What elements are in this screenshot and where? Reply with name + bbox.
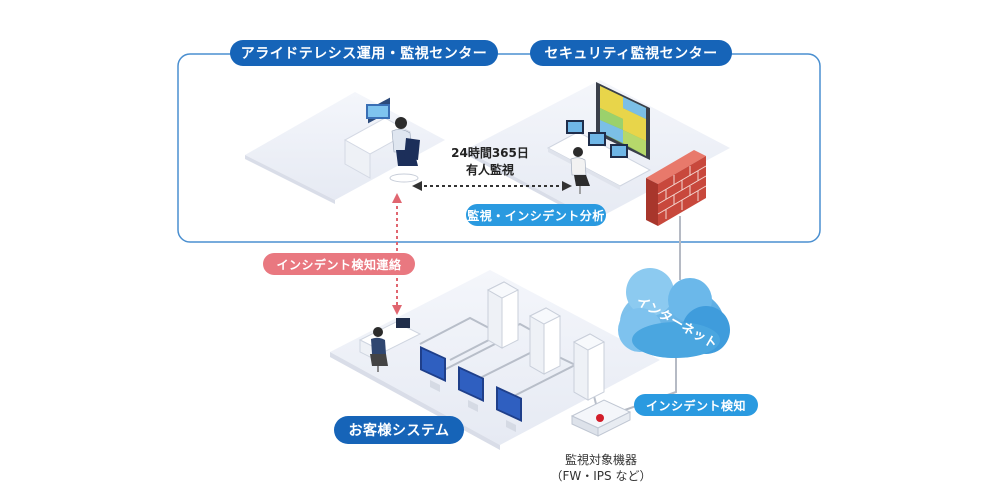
server-icon xyxy=(572,333,606,401)
security-analyst-icon xyxy=(570,147,590,194)
monitoring-arrow xyxy=(412,181,572,191)
monitor-icon xyxy=(458,366,484,412)
display-wall xyxy=(596,82,650,160)
monitoring-label-line2: 有人監視 xyxy=(465,163,514,177)
monitored-device-label-line2: （FW・IPS など） xyxy=(550,469,652,483)
internet-cloud-icon xyxy=(618,268,730,358)
customer-system-label: お客様システム xyxy=(334,416,464,444)
analysis-label: 監視・インシデント分析 xyxy=(466,204,606,226)
server-icon xyxy=(528,307,562,375)
monitor-icon xyxy=(420,346,446,392)
customer-person-icon xyxy=(370,327,388,372)
allied-center-title: アライドテレシス運用・監視センター xyxy=(230,40,498,66)
incident-contact-label: インシデント検知連絡 xyxy=(263,253,415,275)
center-frame xyxy=(177,53,821,243)
operator-person-icon xyxy=(389,117,420,183)
customer-floor xyxy=(330,270,660,445)
monitor-icon xyxy=(496,386,522,432)
security-center-title: セキュリティ監視センター xyxy=(530,40,732,66)
monitored-device-icon xyxy=(570,399,632,437)
firewall-icon xyxy=(646,150,707,226)
operator-desk xyxy=(343,97,412,179)
server-icon xyxy=(486,281,520,349)
monitoring-label-line1: 24時間365日 xyxy=(451,146,529,160)
internet-link xyxy=(601,352,677,419)
monitored-device-label-line1: 監視対象機器 xyxy=(564,453,637,467)
incident-detection-label: インシデント検知 xyxy=(634,394,758,416)
